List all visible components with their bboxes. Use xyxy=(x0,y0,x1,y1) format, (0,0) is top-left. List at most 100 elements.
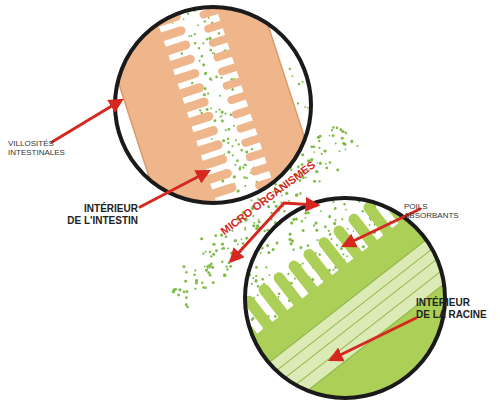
microorganism-dot xyxy=(325,163,327,165)
microorganism-dot xyxy=(316,162,318,164)
microorganism-dot xyxy=(236,159,239,162)
microorganism-dot xyxy=(343,142,346,145)
villus xyxy=(142,0,177,16)
microorganism-dot xyxy=(335,180,339,184)
microorganism-dot xyxy=(250,148,253,151)
microorganism-dot xyxy=(357,190,361,194)
microorganism-dot xyxy=(325,167,328,170)
microorganism-dot xyxy=(283,2,287,6)
microorganism-dot xyxy=(356,169,360,173)
microorganism-dot xyxy=(221,119,225,123)
microorganism-dot xyxy=(401,181,404,184)
microorganism-dot xyxy=(249,228,251,230)
microorganism-dot xyxy=(321,153,323,155)
microorganism-dot xyxy=(389,156,393,160)
microorganism-dot xyxy=(336,127,339,130)
microorganism-dot xyxy=(299,246,303,250)
microorganism-dot xyxy=(267,0,271,1)
microorganism-dot xyxy=(226,268,228,270)
microorganism-dot xyxy=(256,294,259,297)
microorganism-dot xyxy=(187,12,190,15)
microorganism-dot xyxy=(212,253,215,256)
villus xyxy=(236,118,263,134)
microorganism-dot xyxy=(244,185,247,188)
microorganism-dot xyxy=(234,304,238,308)
root-hair xyxy=(406,165,442,206)
microorganism-dot xyxy=(241,238,243,240)
microorganism-dot xyxy=(227,150,231,154)
microorganism-dot xyxy=(332,126,335,129)
microorganism-dot xyxy=(316,239,319,242)
microorganism-dot xyxy=(392,178,395,181)
microorganism-dot xyxy=(177,294,180,297)
microorganism-dot xyxy=(209,251,211,253)
microorganism-dot xyxy=(373,195,376,198)
microorganism-dot xyxy=(202,63,206,67)
villus xyxy=(221,239,256,258)
microorganism-dot xyxy=(402,175,406,179)
microorganism-dot xyxy=(317,136,320,139)
microorganism-dot xyxy=(397,187,400,190)
microorganism-dot xyxy=(227,295,231,299)
villus xyxy=(156,39,191,58)
villus xyxy=(273,232,300,248)
microorganism-dot xyxy=(312,224,315,227)
microorganism-dot xyxy=(245,342,249,346)
microorganism-dot xyxy=(227,248,229,250)
microorganism-dot xyxy=(230,252,233,255)
leader-arrow xyxy=(140,172,207,207)
microorganism-dot xyxy=(232,175,236,179)
microorganism-dot xyxy=(166,1,170,5)
microorganism-dot xyxy=(288,67,291,70)
microorganism-dot xyxy=(339,145,343,149)
microorganism-dot xyxy=(207,271,210,274)
microorganism-dot xyxy=(385,173,387,175)
microorganism-dot xyxy=(389,157,392,160)
microorganism-dot xyxy=(242,242,245,245)
microorganism-dot xyxy=(237,257,240,260)
microorganism-dot xyxy=(221,261,223,263)
microorganism-dot xyxy=(341,218,344,221)
microorganism-dot xyxy=(384,192,388,196)
microorganism-dot xyxy=(320,210,322,212)
villus xyxy=(222,75,249,91)
intestine-wall-band xyxy=(89,0,235,278)
microorganism-dot xyxy=(304,106,306,108)
microorganism-dot xyxy=(289,221,293,225)
microorganism-dot xyxy=(302,30,305,33)
microorganism-dot xyxy=(295,193,298,196)
microorganism-dot xyxy=(231,154,234,157)
villus xyxy=(161,54,196,73)
microorganism-dot xyxy=(212,52,215,55)
microorganism-dot xyxy=(315,228,319,232)
microorganism-dot xyxy=(259,252,262,255)
microorganism-dot xyxy=(332,134,335,137)
microorganism-dot xyxy=(214,234,217,237)
microorganism-dot xyxy=(208,77,211,80)
microorganism-dot xyxy=(333,207,336,210)
microorganism-dot xyxy=(313,180,316,183)
microorganism-dot xyxy=(399,203,403,207)
microorganism-dot xyxy=(327,229,330,232)
microorganism-dot xyxy=(208,308,212,312)
microorganism-dot xyxy=(183,291,186,294)
microorganism-dot xyxy=(226,288,230,292)
microorganism-dot xyxy=(300,220,303,223)
microorganism-dot xyxy=(361,210,364,213)
microorganism-dot xyxy=(334,219,337,222)
microorganism-dot xyxy=(294,277,297,280)
microorganism-dot xyxy=(304,211,308,215)
microorganism-dot xyxy=(387,184,391,188)
microorganism-dot xyxy=(329,135,331,137)
microorganism-dot xyxy=(333,203,336,206)
microorganism-dot xyxy=(318,180,320,182)
microorganism-dot xyxy=(307,107,309,109)
microorganism-dot xyxy=(231,326,233,328)
microorganism-dot xyxy=(322,114,326,118)
microorganism-dot xyxy=(186,306,189,309)
microorganism-dot xyxy=(165,3,168,6)
microorganism-dot xyxy=(235,328,239,332)
microorganism-dot xyxy=(415,198,417,200)
microorganism-dot xyxy=(243,261,246,264)
microorganism-dot xyxy=(380,190,382,192)
